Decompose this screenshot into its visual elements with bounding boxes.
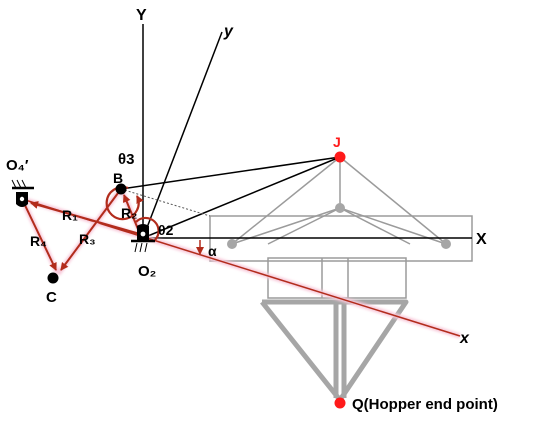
vector-R3 bbox=[60, 188, 122, 271]
coupler-links bbox=[120, 156, 341, 239]
mechanism-vectors bbox=[21, 188, 141, 271]
frame-joint-right bbox=[441, 239, 451, 249]
label-O4p: O₄′ bbox=[6, 157, 29, 174]
joint-B bbox=[115, 183, 127, 195]
frame-joint-left bbox=[227, 239, 237, 249]
label-theta2: θ2 bbox=[158, 222, 174, 238]
link-O2-J bbox=[142, 156, 341, 239]
label-R4: R₄ bbox=[30, 233, 47, 249]
hopper-funnel bbox=[260, 299, 409, 403]
point-Q bbox=[334, 397, 346, 409]
frame-left-upper bbox=[231, 156, 341, 245]
frame-right-upper bbox=[339, 156, 447, 245]
label-X: X bbox=[476, 231, 487, 248]
label-Y: Y bbox=[136, 7, 147, 24]
label-J: J bbox=[333, 134, 341, 150]
label-theta3: θ3 bbox=[118, 151, 134, 168]
label-O2: O₂ bbox=[138, 263, 156, 280]
vector-R4 bbox=[21, 198, 57, 271]
label-B: B bbox=[113, 170, 123, 186]
label-R2: R₂ bbox=[121, 205, 137, 221]
y-axis-rotated bbox=[142, 31, 223, 239]
ground-O4p bbox=[11, 179, 34, 207]
joint-C bbox=[47, 272, 59, 284]
hopper-structure bbox=[209, 156, 473, 299]
theta2-arc bbox=[135, 216, 160, 241]
joint-J bbox=[334, 151, 346, 163]
vector-R1 bbox=[30, 201, 141, 235]
frame-joints bbox=[227, 203, 451, 249]
label-R1: R₁ bbox=[62, 207, 78, 223]
label-C: C bbox=[46, 289, 57, 306]
frame-joint-top bbox=[335, 203, 345, 213]
label-Q: Q(Hopper end point) bbox=[352, 396, 498, 413]
label-R3: R₃ bbox=[79, 231, 96, 247]
dotted-guide bbox=[120, 188, 211, 217]
axes bbox=[142, 24, 472, 239]
link-B-J bbox=[120, 156, 341, 190]
label-y: y bbox=[223, 23, 234, 40]
label-alpha: α bbox=[208, 243, 217, 259]
center-column bbox=[267, 257, 407, 299]
ground-O2 bbox=[131, 224, 155, 253]
label-x: x bbox=[459, 330, 470, 347]
